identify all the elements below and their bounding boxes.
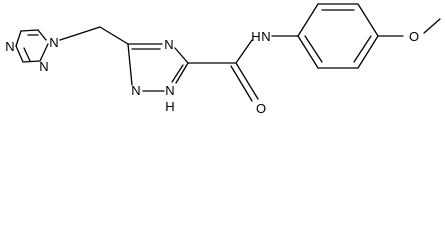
atom-h-mid: H (165, 99, 174, 114)
atom-n-left-3: N (39, 59, 48, 74)
bond (297, 35, 319, 69)
atom-n-left-1: N (49, 35, 58, 50)
bond-carbonyl (230, 65, 253, 102)
bond (171, 64, 184, 83)
bond (175, 62, 189, 84)
bond (357, 35, 379, 69)
bond (174, 47, 189, 64)
middle-triazole-ring (127, 43, 189, 92)
bond (39, 43, 49, 62)
atom-n-left-2: N (5, 39, 14, 54)
bond (127, 43, 133, 86)
bond-ch2 (99, 26, 129, 45)
atom-nh-mid: N (165, 83, 174, 98)
bond (15, 30, 22, 47)
bond (22, 60, 41, 63)
bond (357, 3, 379, 37)
left-triazole-ring (15, 29, 49, 63)
atom-h-amide: H (251, 29, 260, 44)
chemical-structure: N N N N N N H H N O O (5, 3, 441, 116)
bond-c-n (235, 39, 253, 64)
bond-carbonyl (235, 62, 259, 100)
bond (304, 35, 323, 63)
structure-canvas: N N N N N N H H N O O (5, 3, 441, 116)
bond (297, 3, 319, 37)
bond (15, 45, 24, 63)
bond-o-ch3 (423, 18, 441, 34)
benzene-ring (297, 3, 379, 69)
bond (37, 29, 47, 41)
atom-n-mid-2: N (131, 83, 140, 98)
bond (23, 47, 31, 62)
atom-o-methoxy: O (409, 29, 419, 44)
bond-ch2 (59, 26, 101, 41)
bond (353, 35, 372, 63)
bond (20, 29, 39, 32)
atom-o-carbonyl: O (256, 101, 266, 116)
atom-n-amide: N (261, 29, 270, 44)
atom-n-mid-1: N (164, 37, 173, 52)
